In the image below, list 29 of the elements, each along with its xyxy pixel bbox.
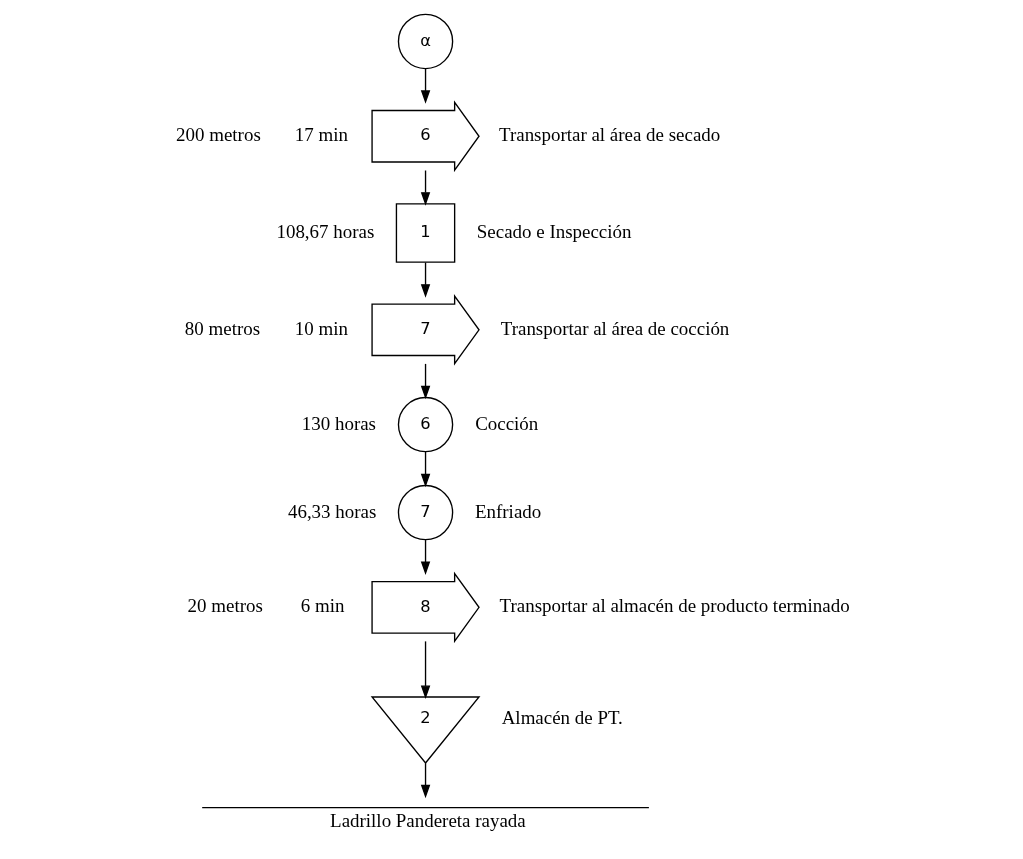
node-label: 108,67 horas (276, 220, 375, 242)
node-label: Enfriado (474, 500, 542, 522)
node-box: 1 (395, 202, 456, 263)
arrow (420, 362, 431, 399)
arrow (420, 450, 431, 487)
node-label: Transportar al área de secado (499, 123, 721, 145)
node-label: 17 min (294, 123, 348, 145)
arrow (420, 640, 431, 699)
node-label: 130 horas (301, 412, 376, 434)
node-text: Ladrillo Pandereta rayada (330, 809, 526, 831)
node-label: 46,33 horas (287, 500, 377, 522)
node-label: Cocción (475, 412, 539, 434)
node-label: Transportar al almacén de producto terminado (499, 594, 850, 616)
node-label: 10 min (294, 317, 348, 339)
node-label: 20 metros (187, 594, 263, 616)
node-label: Secado e Inspección (476, 220, 632, 242)
arrow (420, 261, 431, 298)
node-label: 80 metros (184, 317, 261, 339)
arrow (420, 169, 431, 206)
arrow (420, 538, 431, 575)
node-label: Almacén de PT. (501, 706, 623, 728)
node-label: Transportar al área de cocción (500, 317, 730, 339)
node-label: 200 metros (176, 123, 261, 145)
node-circle: 7 (397, 484, 454, 540)
node-circle: 6 (397, 396, 454, 452)
node-circle: α (397, 13, 454, 69)
arrow (420, 67, 431, 104)
arrow (420, 761, 431, 798)
node-label: 6 min (300, 594, 345, 616)
